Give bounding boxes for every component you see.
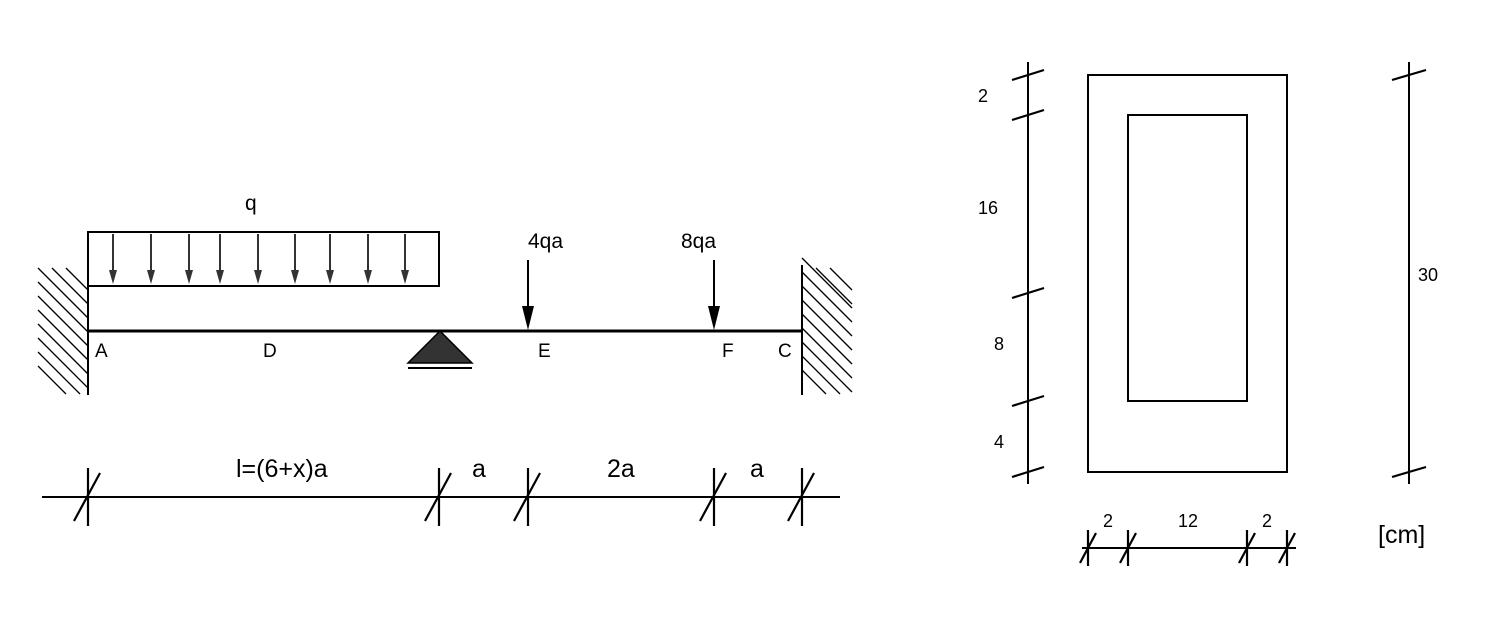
section-outer-rect bbox=[1087, 74, 1288, 473]
right-height-dimension bbox=[1391, 62, 1427, 484]
dim-bottom-2-right: 2 bbox=[1262, 511, 1272, 531]
left-dimension-chain bbox=[1011, 62, 1045, 484]
span-4-label: a bbox=[750, 455, 764, 483]
point-c-label: C bbox=[778, 341, 792, 362]
span-2-label: a bbox=[472, 455, 486, 483]
span-3-label: 2a bbox=[607, 455, 635, 483]
right-fixed-support bbox=[801, 257, 853, 395]
point-d-label: D bbox=[263, 341, 277, 362]
dim-height-30: 30 bbox=[1418, 265, 1438, 285]
left-fixed-support bbox=[37, 265, 89, 395]
point-e-label: E bbox=[538, 341, 551, 362]
section-inner-void bbox=[1127, 114, 1248, 402]
bottom-dimension-chain bbox=[1079, 530, 1296, 566]
dim-left-16: 16 bbox=[978, 198, 998, 218]
span-dimension-line bbox=[42, 468, 840, 526]
dim-bottom-12: 12 bbox=[1178, 511, 1198, 531]
force-f-label: 8qa bbox=[681, 230, 716, 253]
cross-section: 2 16 8 4 30 2 12 2 [cm] bbox=[978, 62, 1438, 566]
dim-left-4: 4 bbox=[994, 432, 1004, 452]
distributed-load bbox=[87, 231, 440, 287]
point-f-label: F bbox=[722, 341, 734, 362]
unit-label: [cm] bbox=[1378, 521, 1425, 549]
point-load-f bbox=[708, 260, 720, 330]
dim-left-2: 2 bbox=[978, 86, 988, 106]
pin-support bbox=[406, 329, 474, 369]
beam-diagram: q 4qa 8qa A D E F C bbox=[37, 192, 853, 526]
force-e-label: 4qa bbox=[528, 230, 563, 253]
load-q-label: q bbox=[245, 192, 257, 215]
point-load-e bbox=[522, 260, 534, 330]
dim-bottom-2-left: 2 bbox=[1103, 511, 1113, 531]
point-a-label: A bbox=[95, 341, 108, 362]
span-1-label: l=(6+x)a bbox=[236, 455, 328, 483]
dim-left-8: 8 bbox=[994, 334, 1004, 354]
